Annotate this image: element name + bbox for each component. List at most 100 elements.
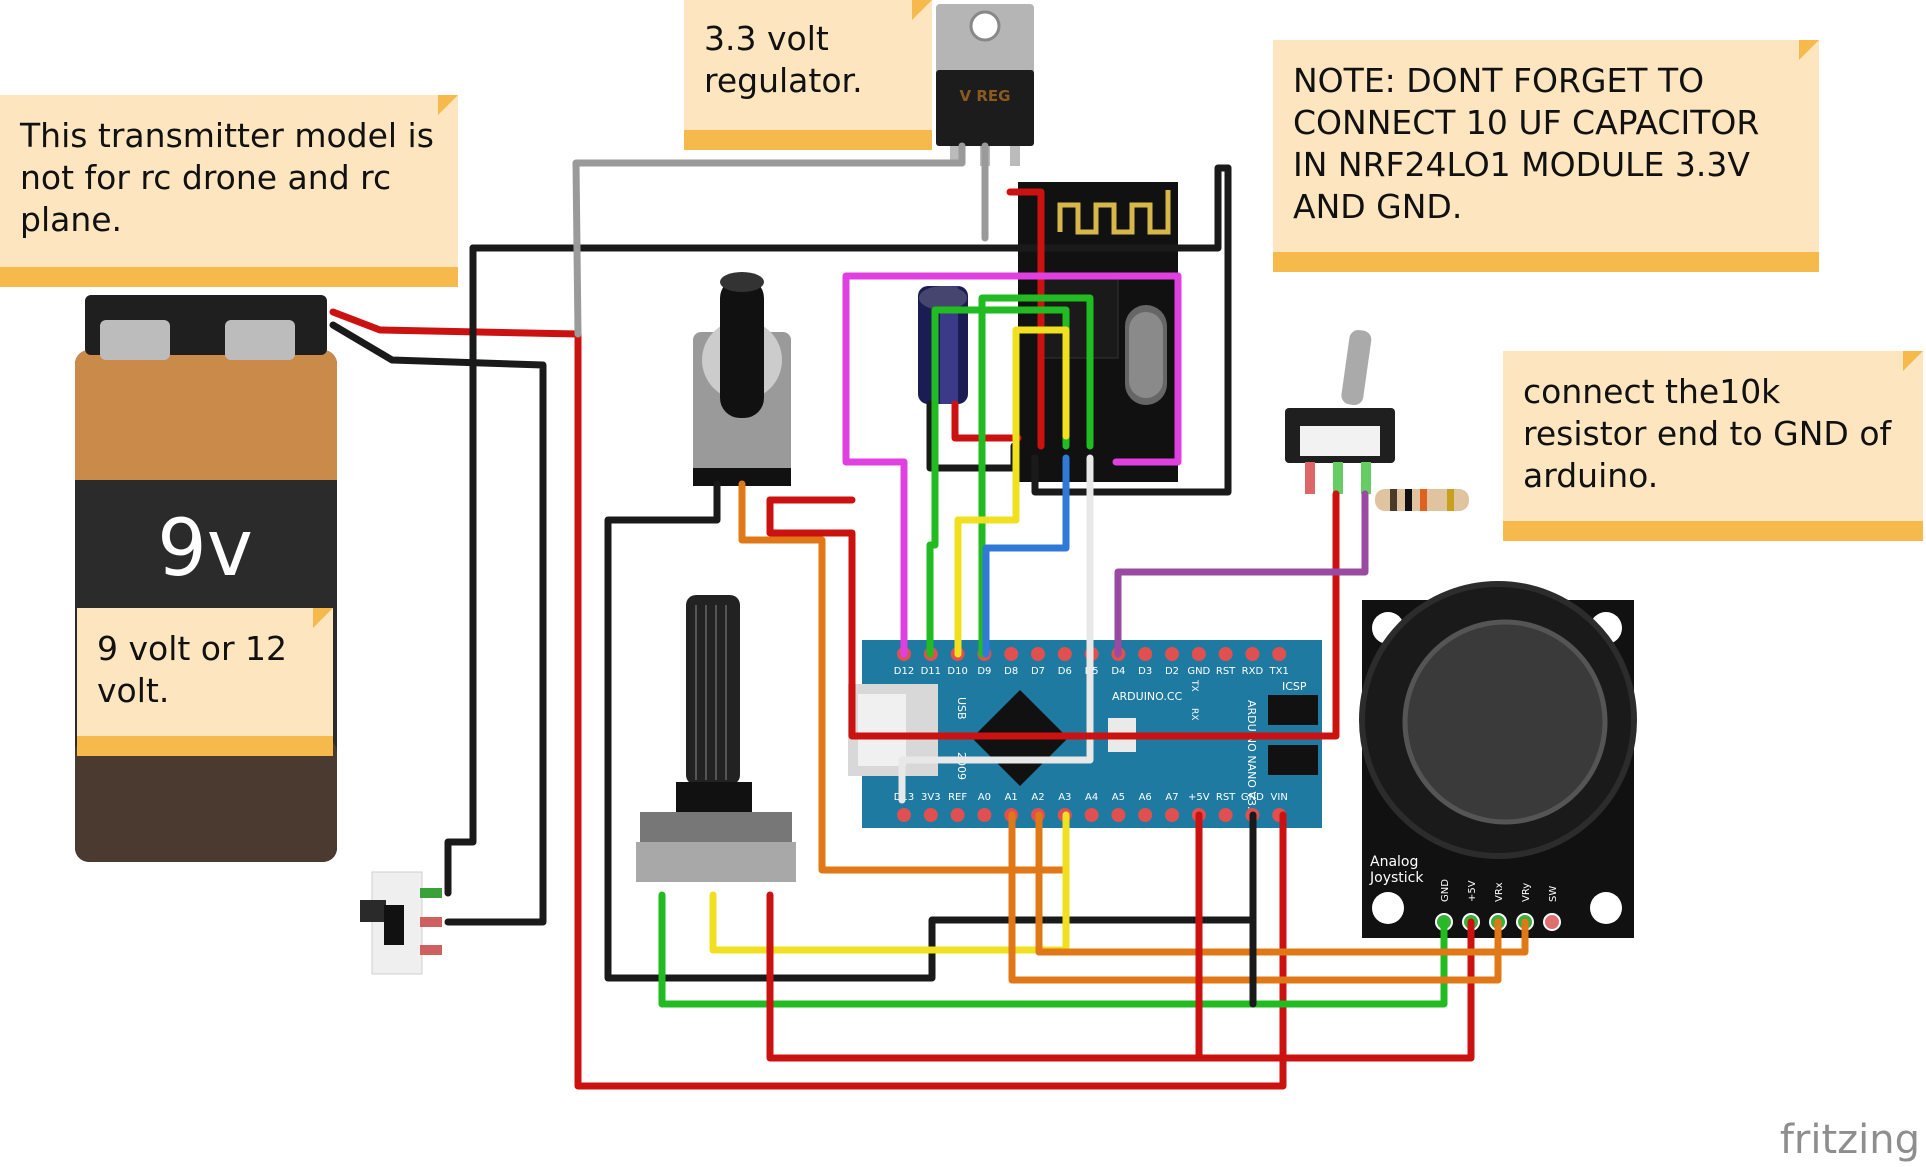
arduino-pin [1057,647,1072,661]
green-wire [658,891,1448,1008]
arduino-model: ARDUINO NANO V3.0 [1245,700,1258,816]
arduino-pin-label: A6 [1139,792,1152,803]
arduino-pin-label: GND [1187,666,1210,677]
note-capacitor-text: NOTE: DONT FORGET TO CONNECT 10 UF CAPAC… [1293,61,1760,226]
note-transmitter-text: This transmitter model is not for rc dro… [20,116,434,239]
joystick-pin-label: SW [1548,886,1559,902]
arduino-pin [1111,808,1126,822]
regulator-label: V REG [960,87,1011,105]
arduino-pin-label: REF [948,792,967,803]
arduino-pin-label: 3V3 [921,792,941,803]
note-bar [1273,252,1819,272]
red-wire [766,490,1340,740]
arduino-pin [1218,647,1233,661]
arduino-pin-label: RXD [1242,666,1264,677]
gray-wire [572,142,966,338]
black-wire [1031,164,1232,496]
note-fold [1903,351,1923,371]
note-resistor: connect the10k resistor end to GND of ar… [1503,351,1923,541]
potentiometer-2[interactable] [636,595,796,882]
yellow-wire [709,811,1070,954]
note-fold [912,0,932,20]
wires [329,142,1529,1090]
note-transmitter: This transmitter model is not for rc dro… [0,95,458,287]
orange-wire [1035,811,1529,956]
arduino-year: 2009 [955,752,968,780]
arduino-pin [1138,647,1153,661]
resistor-10k [1375,489,1469,511]
arduino-pin-label: D2 [1165,666,1179,677]
arduino-pin-label: D3 [1138,666,1152,677]
arduino-pin-label: A4 [1085,792,1098,803]
black-wire [329,321,547,926]
arduino-pin-label: GND [1241,792,1264,803]
note-regulator: 3.3 volt regulator. [684,0,932,150]
red-wire [951,400,1022,442]
arduino-pin-label: A5 [1112,792,1125,803]
joystick-pin-label: VRy [1521,883,1532,902]
note-resistor-text: connect the10k resistor end to GND of ar… [1523,372,1892,495]
joystick-pin-label: GND [1440,879,1451,902]
red-wire [766,891,1475,1062]
arduino-pin-label: D12 [894,666,914,677]
note-battery-voltage: 9 volt or 12 volt. [77,608,333,756]
arduino-rx: RX [1189,708,1199,720]
arduino-usb: USB [955,697,968,720]
arduino-pin-label: A2 [1031,792,1044,803]
joystick-pin-label: VRx [1494,882,1505,902]
note-fold [438,95,458,115]
arduino-pin [977,808,992,822]
arduino-pin-label: D9 [977,666,991,677]
arduino-pin [1138,808,1153,822]
note-regulator-text: 3.3 volt regulator. [704,19,863,100]
arduino-pin-label: D7 [1031,666,1045,677]
fritzing-logo: fritzing [1779,1117,1920,1163]
black-wire [604,480,1257,982]
arduino-pin [1084,808,1099,822]
battery-9v: 9v [75,295,337,862]
arduino-icsp: ICSP [1282,680,1307,693]
arduino-pin-label: RST [1216,792,1236,803]
voltage-regulator: V REG [936,4,1034,166]
arduino-pin [1218,808,1233,822]
note-fold [1799,40,1819,60]
red-wire [1006,188,1045,450]
arduino-pin [1031,647,1045,661]
arduino-pin [923,808,938,822]
green-wire [978,294,1094,658]
arduino-pin [950,808,965,822]
arduino-pin-label: A0 [978,792,991,803]
arduino-pin [1165,647,1179,661]
purple-wire [1114,490,1369,658]
arduino-pin [897,808,911,822]
note-bar [684,130,932,150]
arduino-pin-label: D10 [947,666,967,677]
arduino-pin-label: TX1 [1269,666,1289,677]
note-bar [0,267,458,287]
joystick-pin [1543,913,1561,931]
magenta-wire [842,272,1182,658]
arduino-pin-label: D11 [921,666,941,677]
arduino-pin-label: D4 [1111,666,1125,677]
yellow-wire [954,326,1070,658]
arduino-pin-label: VIN [1271,792,1288,803]
arduino-brand: ARDUINO.CC [1112,690,1183,703]
toggle-switch[interactable] [1285,329,1395,494]
note-battery-voltage-text: 9 volt or 12 volt. [97,629,288,710]
arduino-pin [1272,647,1287,661]
potentiometer-1[interactable] [693,272,791,486]
arduino-pin [1191,647,1206,661]
power-switch[interactable] [360,871,442,975]
arduino-pin-label: D6 [1058,666,1072,677]
white-wire [898,454,1094,804]
blue-wire [982,454,1070,658]
arduino-pin-label: RST [1216,666,1236,677]
arduino-pin-label: D8 [1004,666,1018,677]
black-wire [444,244,477,897]
arduino-tx: TX [1189,679,1199,692]
capacitor-10uf [918,286,968,404]
arduino-pin-label: A7 [1165,792,1178,803]
